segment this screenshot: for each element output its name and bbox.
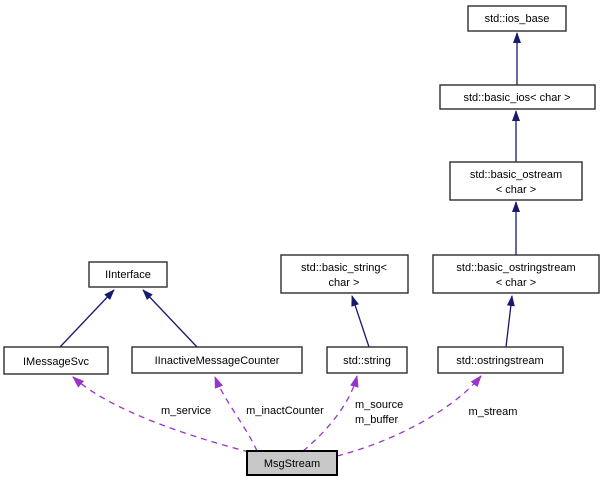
node-box-imessagesvc xyxy=(3,346,109,375)
node-msgstream[interactable]: MsgStream xyxy=(246,450,338,476)
node-label-std-ostringstream: std::ostringstream xyxy=(456,355,543,367)
node-box-std-string xyxy=(326,346,408,374)
node-label-iinterface: IInterface xyxy=(105,269,151,281)
node-std-basic-ostringstream[interactable]: std::basic_ostringstream < char > xyxy=(432,254,600,294)
node-std-ios-base[interactable]: std::ios_base xyxy=(467,5,567,32)
node-label-std-basic-ostream-line2: < char > xyxy=(496,184,536,196)
node-std-string[interactable]: std::string xyxy=(326,346,408,374)
node-box-std-ostringstream xyxy=(437,346,564,374)
node-std-basic-string[interactable]: std::basic_string< char > xyxy=(280,254,409,294)
node-label-std-basic-string-line2: char > xyxy=(329,277,360,289)
node-label-imessagesvc: IMessageSvc xyxy=(23,356,90,368)
node-label-std-basic-string-line1: std::basic_string< xyxy=(301,262,387,274)
node-iinterface[interactable]: IInterface xyxy=(88,261,168,288)
edge-label-m-inactcounter: m_inactCounter xyxy=(246,405,324,417)
node-box-iinterface xyxy=(88,261,168,288)
member-edge-m-inactcounter xyxy=(214,375,258,452)
node-label-std-basic-ios: std::basic_ios< char > xyxy=(463,92,570,104)
inheritance-edge-string-to-basicstring xyxy=(351,295,370,348)
node-label-std-basic-ostringstream-line2: < char > xyxy=(496,277,536,289)
edge-label-m-source: m_source xyxy=(355,399,403,411)
inheritance-edge-imessagesvc-to-iinterface xyxy=(59,289,115,348)
node-imessagesvc[interactable]: IMessageSvc xyxy=(3,346,109,375)
edge-label-m-stream: m_stream xyxy=(469,406,518,418)
node-box-msgstream xyxy=(246,450,338,476)
inheritance-edge-iinactivemessagecounter-to-iinterface xyxy=(142,289,198,348)
inheritance-edge-ostringstream-to-basicostringstream xyxy=(505,295,515,348)
node-box-std-basic-ostringstream xyxy=(432,254,600,294)
node-box-iinactivemessagecounter xyxy=(131,346,303,374)
node-iinactivemessagecounter[interactable]: IInactiveMessageCounter xyxy=(131,346,303,374)
node-box-std-basic-ostream xyxy=(449,161,583,201)
node-std-basic-ostream[interactable]: std::basic_ostream < char > xyxy=(449,161,583,201)
node-label-std-basic-ostringstream-line1: std::basic_ostringstream xyxy=(456,262,575,274)
member-edge-m-stream xyxy=(336,375,482,457)
node-box-std-basic-ios xyxy=(439,84,596,110)
node-label-std-basic-ostream-line1: std::basic_ostream xyxy=(470,169,562,181)
node-label-std-ios-base: std::ios_base xyxy=(485,13,550,25)
edge-label-m-buffer: m_buffer xyxy=(355,414,399,426)
node-box-std-ios-base xyxy=(467,5,567,32)
node-label-iinactivemessagecounter: IInactiveMessageCounter xyxy=(155,355,280,367)
node-label-msgstream: MsgStream xyxy=(264,458,320,470)
node-std-basic-ios[interactable]: std::basic_ios< char > xyxy=(439,84,596,110)
node-std-ostringstream[interactable]: std::ostringstream xyxy=(437,346,564,374)
edge-label-m-service: m_service xyxy=(161,405,211,417)
node-box-std-basic-string xyxy=(280,254,409,294)
node-label-std-string: std::string xyxy=(343,355,391,367)
